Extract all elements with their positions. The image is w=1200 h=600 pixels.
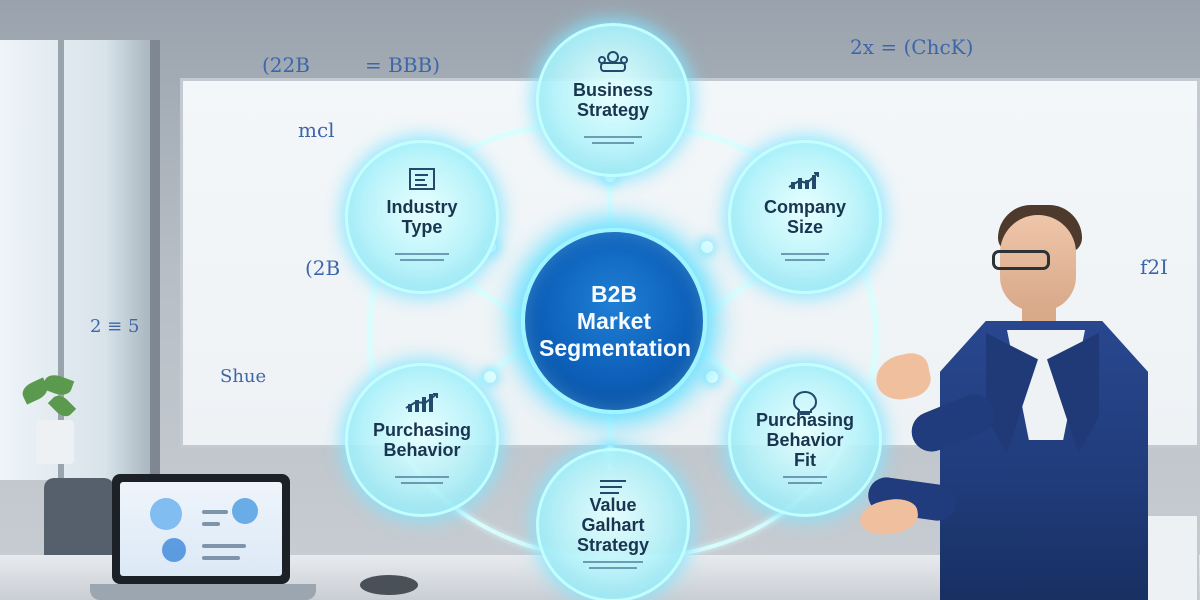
text-lines [389, 472, 455, 488]
checklist-icon [400, 165, 444, 193]
node-label: Value Galhart Strategy [576, 495, 650, 555]
node-label: Purchasing Behavior [372, 420, 472, 460]
laptop-line [202, 544, 246, 548]
board-note-7: Shue [220, 366, 267, 387]
board-note-3: 2x = (ChcK) [850, 35, 974, 59]
list-lines-icon [591, 473, 635, 501]
text-lines [389, 249, 455, 265]
node-purchasing-behavior-fit: Purchasing Behavior Fit [728, 363, 882, 517]
text-lines [772, 249, 838, 265]
node-label: Industry Type [386, 197, 458, 237]
laptop-line [202, 556, 240, 560]
laptop-screen [112, 474, 290, 584]
laptop-base [90, 584, 316, 600]
board-note-5: (2B [305, 256, 341, 280]
node-label: Company Size [763, 197, 846, 237]
glasses [992, 250, 1050, 270]
board-note-1: (22B [262, 53, 310, 77]
text-lines [580, 557, 646, 573]
node-label: Purchasing Behavior Fit [755, 410, 855, 470]
bar-chart-arrow-icon [400, 388, 444, 416]
connector-node [706, 371, 718, 383]
node-purchasing-behavior: Purchasing Behavior [345, 363, 499, 517]
node-label: Business Strategy [572, 80, 654, 120]
connector-node [484, 371, 496, 383]
text-lines [580, 132, 646, 148]
node-business-strategy: Business Strategy [536, 23, 690, 177]
team-meeting-icon [591, 48, 635, 76]
board-note-2: = BBB) [365, 53, 441, 77]
laptop-line [202, 510, 228, 514]
laptop-chart [162, 538, 186, 562]
center-label: B2B Market Segmentation [539, 280, 692, 361]
node-industry-type: Industry Type [345, 140, 499, 294]
laptop-dashboard [120, 482, 282, 576]
head [1000, 215, 1076, 311]
lightbulb-icon [783, 388, 827, 416]
center-node: B2B Market Segmentation [521, 228, 707, 414]
board-note-6: f2I [1140, 255, 1169, 279]
connector-node [701, 241, 713, 253]
board-note-8: 2 ≡ 5 [90, 316, 140, 337]
text-lines [772, 472, 838, 488]
laptop-line [202, 522, 220, 526]
connector-line [698, 274, 762, 320]
node-company-size: Company Size [728, 140, 882, 294]
node-value-galhart-strategy: Value Galhart Strategy [536, 448, 690, 600]
board-note-4: mcl [298, 118, 335, 142]
window [0, 40, 160, 480]
bar-chart-growth-icon [783, 165, 827, 193]
plant-pot [36, 420, 74, 464]
connector-line [456, 274, 522, 320]
hand-upper [872, 349, 934, 405]
laptop-chart [150, 498, 182, 530]
presenter [857, 205, 1200, 600]
laptop-chart [232, 498, 258, 524]
mouse [360, 575, 418, 595]
